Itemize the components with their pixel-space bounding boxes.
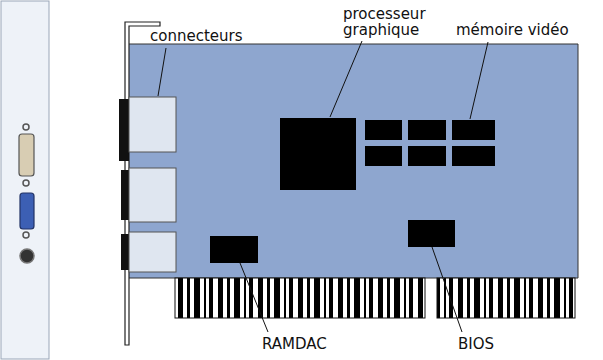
memory-chip (408, 146, 446, 166)
bios-chip (408, 220, 455, 247)
gpu-chip (280, 118, 356, 190)
svideo-port (20, 249, 34, 263)
port-housing (129, 232, 176, 272)
part-label: BIOS (458, 336, 494, 352)
part-label: connecteurs (150, 28, 243, 44)
memory-chip (452, 146, 495, 166)
memory-chip (452, 120, 495, 140)
ramdac-chip (210, 236, 258, 263)
edge-connector (175, 278, 425, 318)
leader-line (330, 41, 362, 117)
memory-chip (408, 120, 446, 140)
part-label: mémoire vidéo (456, 22, 569, 38)
dvi-port (19, 134, 34, 176)
edge-connector (437, 278, 575, 318)
part-label: processeur graphique (343, 6, 443, 38)
leader-line (240, 263, 268, 332)
port-housing (129, 168, 176, 222)
leader-line (470, 42, 488, 119)
leader-line (432, 247, 462, 332)
port-housing (129, 97, 176, 152)
circuit-board (128, 44, 578, 278)
vga-port (20, 193, 34, 229)
port-back (121, 170, 129, 220)
bracket-side-view (1, 1, 49, 359)
screw-hole (23, 180, 29, 186)
screw-hole (23, 232, 29, 238)
leader-line (158, 48, 166, 96)
part-label: RAMDAC (262, 336, 327, 352)
screw-hole (23, 124, 29, 130)
memory-chip (365, 120, 402, 140)
port-back (119, 99, 129, 161)
memory-chip (365, 146, 402, 166)
port-back (121, 234, 129, 270)
